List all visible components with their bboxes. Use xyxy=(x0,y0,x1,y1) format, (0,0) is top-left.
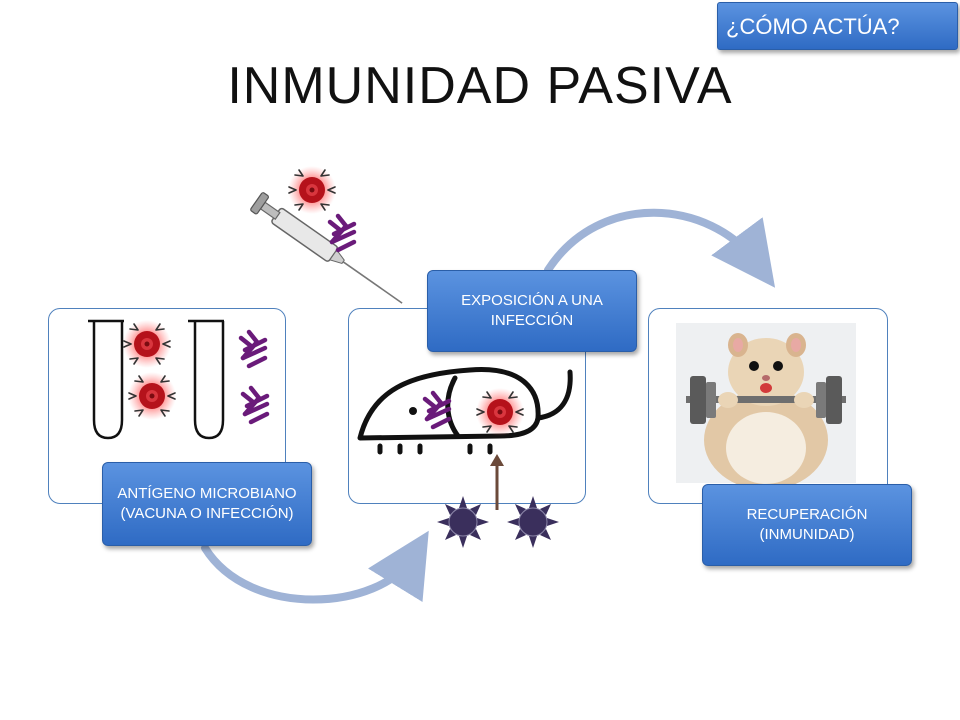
syringe-icon xyxy=(250,192,403,304)
page-title: INMUNIDAD PASIVA xyxy=(227,57,733,115)
curved-arrow-icon xyxy=(544,208,776,288)
antibody-icon xyxy=(425,393,449,427)
antibody-icon xyxy=(241,332,265,366)
curved-arrow-icon xyxy=(201,530,429,604)
test-tube-icon xyxy=(188,319,225,440)
virus-icon xyxy=(122,319,172,369)
hamster-photo xyxy=(676,323,856,490)
step-label-recovery: RECUPERACIÓN (INMUNIDAD) xyxy=(702,484,912,566)
virus-icon xyxy=(127,371,177,421)
mouse-icon xyxy=(357,367,573,455)
how-it-works-button[interactable]: ¿CÓMO ACTÚA? xyxy=(717,2,958,50)
antibody-icon xyxy=(243,388,267,422)
up-arrow-icon xyxy=(490,454,504,510)
immune-cell-icon xyxy=(506,495,560,549)
step-label-antigen: ANTÍGENO MICROBIANO (VACUNA O INFECCIÓN) xyxy=(102,462,312,546)
virus-icon xyxy=(475,387,525,437)
step-label-exposure: EXPOSICIÓN A UNA INFECCIÓN xyxy=(427,270,637,352)
test-tube-icon xyxy=(88,319,124,440)
mouse-eye-icon xyxy=(409,407,417,415)
virus-icon xyxy=(287,165,337,215)
immune-cell-icon xyxy=(436,495,490,549)
